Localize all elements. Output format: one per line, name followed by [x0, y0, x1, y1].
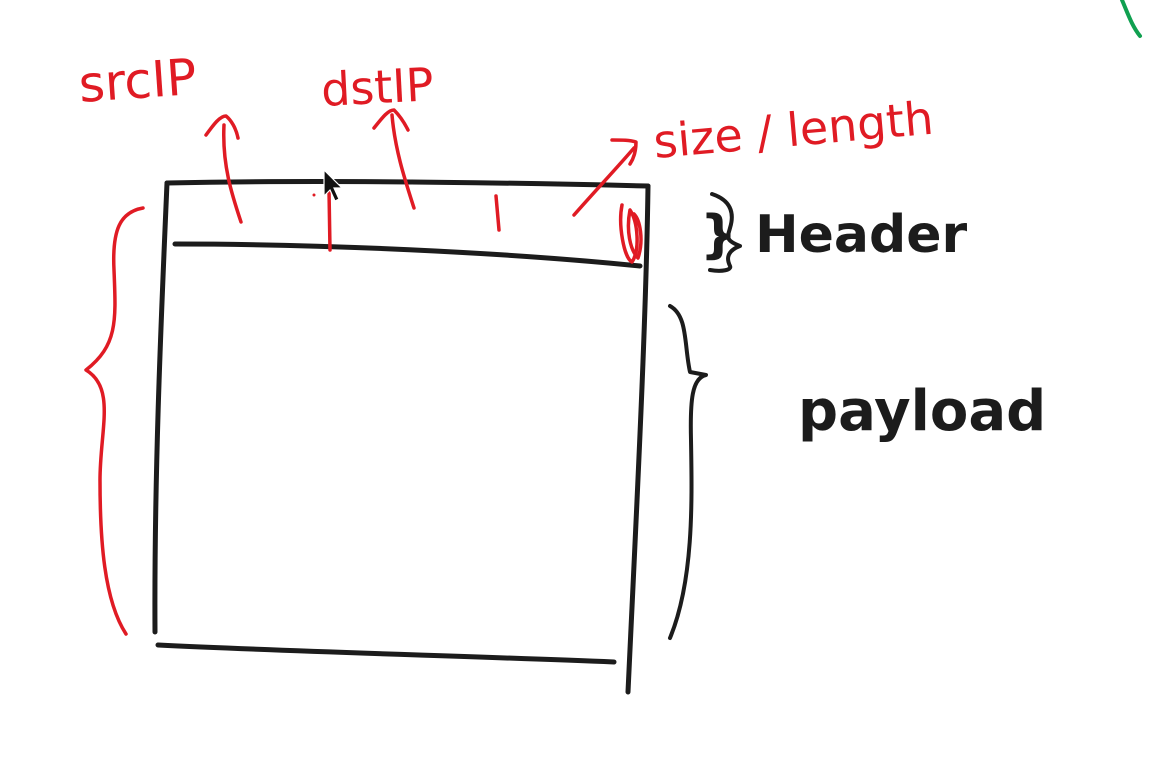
header-separator-line — [172, 241, 643, 269]
field-divider-1 — [327, 188, 332, 252]
packet-box-top-edge — [164, 179, 651, 189]
packet-box-bottom-edge — [155, 642, 617, 665]
right-braces — [668, 192, 742, 640]
src-ip-arrow-head — [204, 114, 240, 140]
field-divider-scribble — [619, 203, 643, 264]
packet-box-left-edge — [152, 180, 170, 635]
header-label: } Header — [700, 205, 967, 265]
packet-box-right-edge — [625, 183, 651, 695]
size-arrow-head — [610, 138, 638, 166]
cursor-dot — [312, 193, 316, 197]
packet-left-brace — [84, 206, 145, 636]
payload-label: payload — [798, 379, 1046, 444]
header-brace — [708, 192, 742, 273]
payload-brace — [668, 304, 708, 640]
mouse-cursor-icon — [323, 168, 344, 202]
dst-ip-arrow-line — [390, 113, 416, 210]
header-fields — [204, 108, 643, 264]
packet-box — [152, 179, 651, 695]
size-arrow-line — [572, 146, 636, 217]
size-length-label: size / length — [651, 91, 935, 169]
dst-ip-arrow-head — [372, 108, 410, 132]
field-divider-2 — [494, 194, 501, 232]
src-ip-arrow-line — [221, 123, 243, 224]
src-ip-label: srcIP — [77, 48, 199, 114]
dst-ip-label: dstIP — [320, 57, 435, 117]
green-partial-stroke — [1120, 0, 1142, 38]
